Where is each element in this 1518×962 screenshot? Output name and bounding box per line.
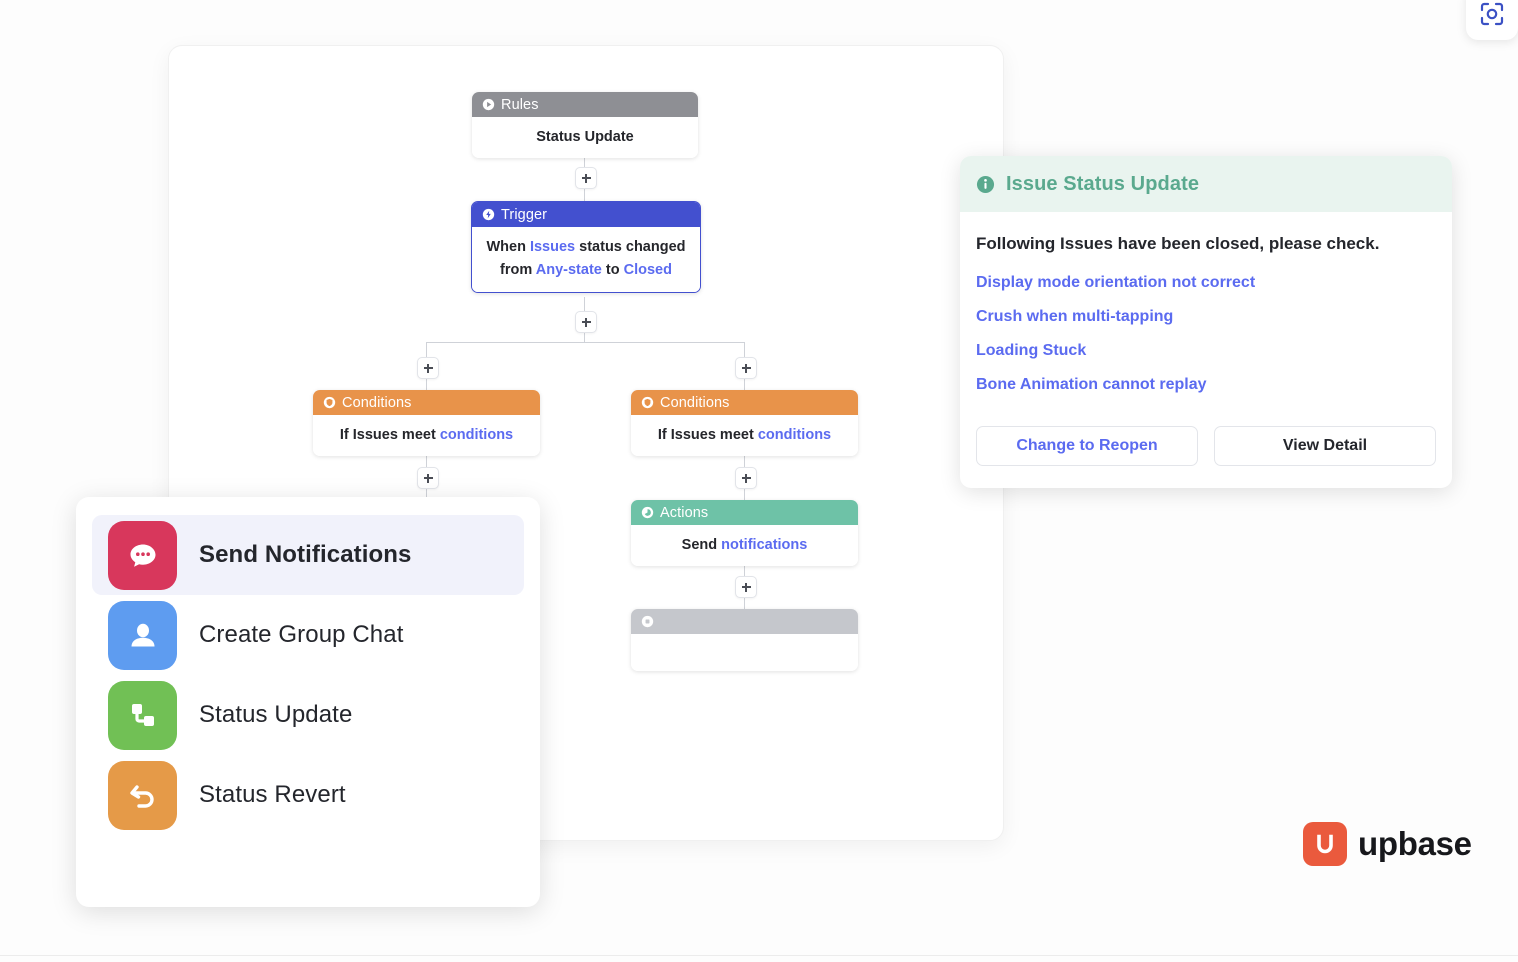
action-item-send-notifications[interactable]: Send Notifications — [92, 515, 524, 595]
cond-right-link-conditions[interactable]: conditions — [757, 427, 832, 443]
screenshot-capture-icon — [1480, 2, 1504, 26]
flow-node-rules-text: Status Update — [536, 129, 634, 145]
trigger-text-when: When — [486, 239, 530, 255]
action-item-create-group-chat[interactable]: Create Group Chat — [92, 595, 524, 675]
undo-arrow-icon — [129, 785, 154, 808]
change-to-reopen-button[interactable]: Change to Reopen — [976, 426, 1198, 466]
notification-lead-text: Following Issues have been closed, pleas… — [976, 234, 1380, 253]
person-icon — [131, 623, 154, 647]
person-icon-tile — [108, 600, 177, 670]
flow-nodes-icon-tile — [108, 680, 177, 750]
flow-node-conditions-left-title: Conditions — [342, 394, 412, 411]
chat-bubble-icon-tile — [108, 520, 177, 590]
action-item-label: Status Revert — [199, 781, 346, 808]
cond-right-text: If Issues meet — [657, 427, 758, 443]
actions-link-notifications[interactable]: notifications — [721, 537, 808, 553]
info-circle-icon — [976, 175, 995, 193]
flow-node-rules-header: Rules — [472, 92, 698, 117]
add-node-button-actions[interactable] — [735, 576, 757, 598]
flow-node-placeholder-body — [631, 634, 858, 671]
notification-card[interactable]: Issue Status Update Following Issues hav… — [960, 156, 1452, 488]
flow-node-rules-title: Rules — [501, 96, 539, 113]
trigger-text-to: to — [601, 262, 624, 279]
flow-node-actions[interactable]: Actions Send notifications — [631, 500, 858, 567]
flow-node-rules-body: Status Update — [472, 117, 698, 159]
notification-issue-link[interactable]: Display mode orientation not correct — [976, 274, 1256, 291]
flow-node-rules[interactable]: Rules Status Update — [472, 92, 698, 159]
flow-node-placeholder[interactable] — [631, 609, 858, 671]
flow-node-trigger[interactable]: Trigger When Issues status changed from … — [471, 201, 701, 293]
flow-node-conditions-right-body: If Issues meet conditions — [631, 415, 858, 457]
action-picker-panel[interactable]: Send Notifications Create Group Chat Sta… — [76, 497, 540, 907]
action-item-label: Create Group Chat — [199, 621, 404, 648]
add-node-button-cond-right[interactable] — [735, 467, 757, 489]
notification-issue-link[interactable]: Crush when multi-tapping — [976, 308, 1174, 325]
flow-node-conditions-right[interactable]: Conditions If Issues meet conditions — [631, 390, 858, 457]
trigger-text-from: from — [500, 262, 536, 279]
notification-issue-link[interactable]: Bone Animation cannot replay — [976, 376, 1207, 393]
add-node-button-branch-left[interactable] — [417, 357, 439, 379]
flow-node-trigger-body: When Issues status changed from Any-stat… — [472, 227, 700, 292]
bottom-divider — [0, 955, 1518, 956]
flow-node-conditions-left[interactable]: Conditions If Issues meet conditions — [313, 390, 540, 457]
flow-node-trigger-header: Trigger — [472, 202, 700, 227]
notification-header: Issue Status Update — [960, 156, 1452, 212]
connector-branch-bar — [426, 342, 745, 343]
flash-circle-icon — [641, 506, 654, 519]
view-detail-button[interactable]: View Detail — [1214, 426, 1436, 466]
flow-node-trigger-title: Trigger — [501, 206, 548, 223]
flow-node-actions-body: Send notifications — [631, 525, 858, 567]
flow-nodes-icon — [131, 704, 154, 726]
add-node-button-rules-trigger[interactable] — [575, 167, 597, 189]
upbase-wordmark: upbase — [1358, 825, 1472, 862]
flow-node-conditions-right-header: Conditions — [631, 390, 858, 415]
add-node-button-cond-left[interactable] — [417, 467, 439, 489]
action-item-label: Status Update — [199, 701, 353, 728]
trigger-link-any-state[interactable]: Any-state — [535, 262, 602, 279]
bolt-circle-icon — [482, 208, 495, 221]
add-node-button-branch-right[interactable] — [735, 357, 757, 379]
action-item-status-revert[interactable]: Status Revert — [92, 755, 524, 835]
trigger-link-issues[interactable]: Issues — [529, 239, 576, 255]
trigger-link-closed[interactable]: Closed — [623, 262, 672, 279]
play-circle-icon — [482, 98, 495, 111]
trigger-text-status-changed: status changed — [575, 239, 686, 255]
flow-node-conditions-right-title: Conditions — [660, 394, 730, 411]
shield-circle-icon — [323, 396, 336, 409]
notification-issue-link[interactable]: Loading Stuck — [976, 342, 1087, 359]
cond-left-link-conditions[interactable]: conditions — [439, 427, 514, 443]
screenshot-capture-button[interactable] — [1466, 0, 1518, 40]
flow-node-actions-title: Actions — [660, 504, 709, 521]
chat-bubble-icon — [130, 544, 155, 567]
upbase-mark-glyph — [1317, 834, 1333, 854]
action-item-label: Send Notifications — [199, 541, 412, 568]
add-node-button-trigger-branch[interactable] — [575, 311, 597, 333]
actions-text-send: Send — [681, 537, 722, 553]
flow-node-placeholder-header — [631, 609, 858, 634]
upbase-brand: upbase — [1303, 822, 1472, 866]
upbase-logo-icon — [1303, 822, 1347, 866]
cond-left-text: If Issues meet — [339, 427, 440, 443]
notification-actions: Change to Reopen View Detail — [976, 426, 1436, 466]
shield-circle-icon — [641, 396, 654, 409]
flow-node-conditions-left-body: If Issues meet conditions — [313, 415, 540, 457]
flow-node-actions-header: Actions — [631, 500, 858, 525]
square-circle-icon — [641, 615, 654, 628]
action-item-status-update[interactable]: Status Update — [92, 675, 524, 755]
undo-arrow-icon-tile — [108, 760, 177, 830]
flow-node-conditions-left-header: Conditions — [313, 390, 540, 415]
notification-title: Issue Status Update — [1006, 172, 1200, 195]
notification-body: Following Issues have been closed, pleas… — [960, 212, 1452, 394]
